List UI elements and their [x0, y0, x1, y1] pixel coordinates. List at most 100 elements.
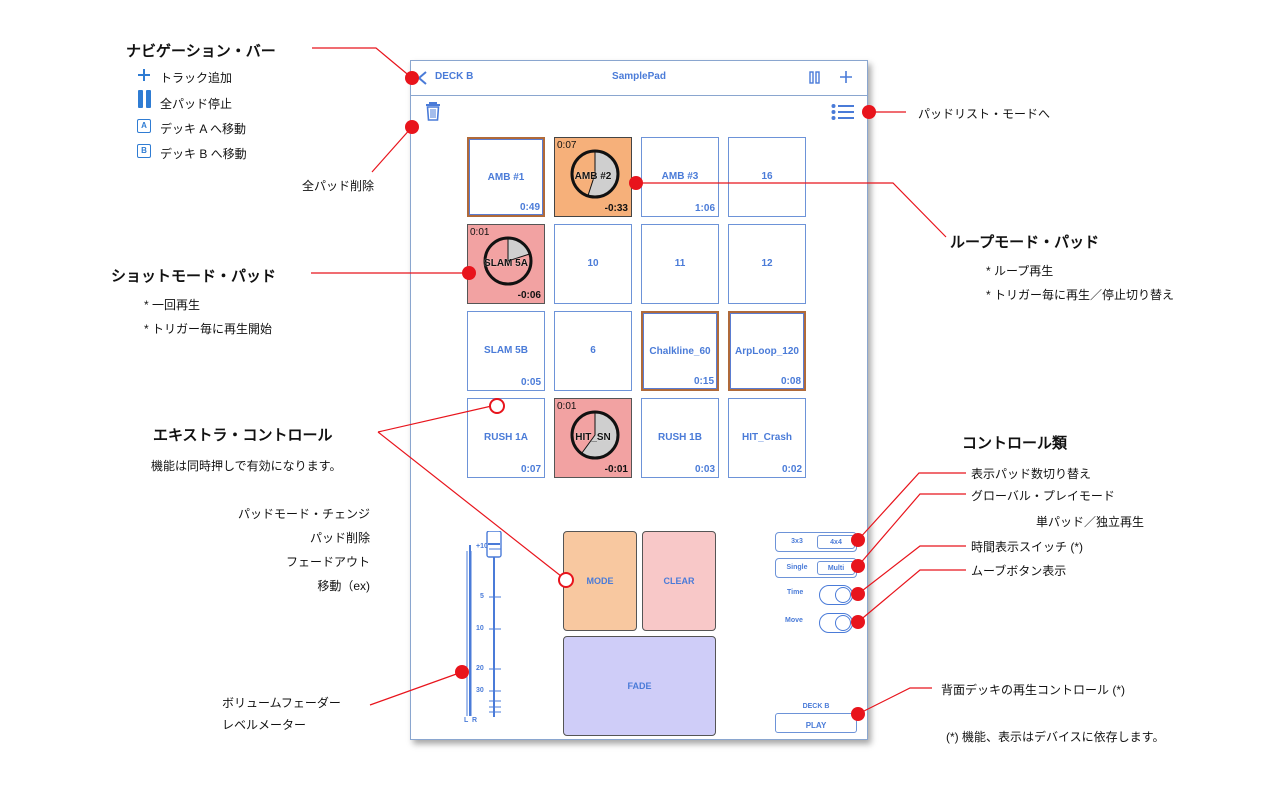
clear-button[interactable]: CLEAR — [642, 531, 716, 631]
deck-b-icon: B — [137, 144, 151, 158]
sample-pad[interactable]: Chalkline_60 0:15 — [641, 311, 719, 391]
pad-name: 11 — [674, 258, 686, 269]
pad-progress-pie — [570, 410, 620, 460]
volume-fader[interactable]: +10 5 10 20 30 L R — [461, 530, 521, 724]
pad-time: 0:15 — [693, 376, 714, 387]
move-toggle[interactable] — [819, 613, 853, 633]
deck-a-icon: A — [137, 119, 151, 133]
pad-name: 10 — [587, 258, 599, 269]
play-label: PLAY — [805, 721, 827, 730]
pad-elapsed-time: 0:01 — [470, 227, 490, 238]
pad-time: 1:06 — [694, 203, 715, 214]
fader-tick-label: 5 — [480, 593, 484, 600]
marker-dot — [862, 105, 876, 119]
mode-button[interactable]: MODE — [563, 531, 637, 631]
extra-note: 移動（ex) — [317, 579, 370, 593]
pause-icon — [138, 90, 152, 112]
extra-note: パッド削除 — [309, 531, 370, 545]
pad-list-button[interactable] — [831, 103, 855, 125]
sample-pad[interactable]: AMB #1 0:49 — [467, 137, 545, 217]
pad-time: 0:49 — [519, 202, 540, 213]
volume-note: レベルメーター — [222, 718, 307, 732]
navbar-annotation-title: ナビゲーション・バー — [126, 43, 276, 60]
add-track-button[interactable] — [839, 69, 853, 88]
pad-time: -0:06 — [517, 290, 541, 301]
pad-name: SLAM 5A — [484, 258, 528, 269]
pad-name: SLAM 5B — [484, 345, 528, 356]
plus-icon — [137, 67, 151, 86]
navbar-item-text: トラック追加 — [160, 71, 233, 85]
shot-pad-note: * トリガー毎に再生開始 — [144, 322, 273, 336]
controls-annotation-title: コントロール類 — [962, 435, 1068, 452]
toggle-knob — [835, 615, 851, 631]
navbar-item-text: 全パッド停止 — [160, 97, 233, 111]
pause-icon — [809, 71, 820, 84]
marker-dot — [405, 71, 419, 85]
delete-all-button[interactable] — [425, 101, 441, 125]
fader-tick-label: 10 — [476, 625, 484, 632]
extra-annotation-sub: 機能は同時押しで有効になります。 — [151, 459, 342, 473]
pad-name: ArpLoop_120 — [735, 346, 799, 357]
marker-dot — [851, 533, 865, 547]
padlist-annotation: パッドリスト・モードへ — [918, 107, 1051, 121]
controls-note: グローバル・プレイモード — [971, 489, 1115, 503]
controls-note: 表示パッド数切り替え — [971, 467, 1092, 481]
back-deck-play-button[interactable]: PLAY — [775, 713, 857, 733]
pad-name: AMB #2 — [574, 171, 612, 182]
pad-name: Chalkline_60 — [649, 346, 711, 357]
fade-button-label: FADE — [627, 681, 652, 691]
sample-pad[interactable]: 10 — [554, 224, 632, 304]
pad-elapsed-time: 0:01 — [557, 401, 577, 412]
pad-time: 0:03 — [694, 464, 715, 475]
pad-progress-pie — [570, 149, 620, 199]
sample-pad[interactable]: 16 — [728, 137, 806, 217]
navbar-item-text: デッキ B へ移動 — [160, 147, 247, 161]
extra-note: パッドモード・チェンジ — [237, 507, 370, 521]
back-deck-label[interactable]: DECK B — [435, 71, 474, 82]
pad-time: -0:33 — [604, 203, 628, 214]
list-icon — [831, 104, 854, 120]
grid-option-3x3[interactable]: 3x3 — [791, 538, 803, 545]
sample-pad[interactable]: SLAM 5B 0:05 — [467, 311, 545, 391]
pad-time: -0:01 — [604, 464, 628, 475]
sample-pad[interactable]: AMB #3 1:06 — [641, 137, 719, 217]
meter-label-right: R — [472, 717, 478, 724]
pad-name: AMB #3 — [661, 171, 699, 182]
pad-time: 0:05 — [520, 377, 541, 388]
back-button[interactable] — [417, 70, 429, 89]
meter-label-left: L — [464, 717, 469, 724]
marker-ring — [489, 398, 505, 414]
shot-pad-annotation-title: ショットモード・パッド — [111, 268, 277, 285]
extra-note: フェードアウト — [285, 555, 370, 569]
fader-graphic — [466, 530, 502, 717]
fade-button[interactable]: FADE — [563, 636, 716, 736]
loop-pad-note: * トリガー毎に再生／停止切り替え — [986, 288, 1175, 302]
pad-name: HIT_Crash — [741, 432, 792, 443]
back-deck-name: DECK B — [802, 703, 830, 710]
shot-pad-note: * 一回再生 — [144, 298, 201, 312]
delete-all-annotation: 全パッド削除 — [302, 179, 375, 193]
pad-name: AMB #1 — [487, 172, 525, 183]
sample-pad[interactable]: 6 — [554, 311, 632, 391]
chevron-left-icon — [417, 71, 427, 85]
pause-all-button[interactable] — [809, 70, 821, 89]
pad-elapsed-time: 0:07 — [557, 140, 577, 151]
volume-note: ボリュームフェーダー — [222, 696, 341, 710]
sample-pad[interactable]: 11 — [641, 224, 719, 304]
extra-annotation-title: エキストラ・コントロール — [153, 427, 333, 444]
pad-name: 16 — [761, 171, 773, 182]
backdeck-annotation: 背面デッキの再生コントロール (*) — [941, 683, 1125, 697]
play-option-single[interactable]: Single — [786, 564, 808, 571]
loop-pad-note: * ループ再生 — [986, 264, 1054, 278]
sample-pad[interactable]: 12 — [728, 224, 806, 304]
toggle-knob — [835, 587, 851, 603]
time-toggle-label: Time — [787, 589, 804, 596]
pad-name: 12 — [761, 258, 773, 269]
